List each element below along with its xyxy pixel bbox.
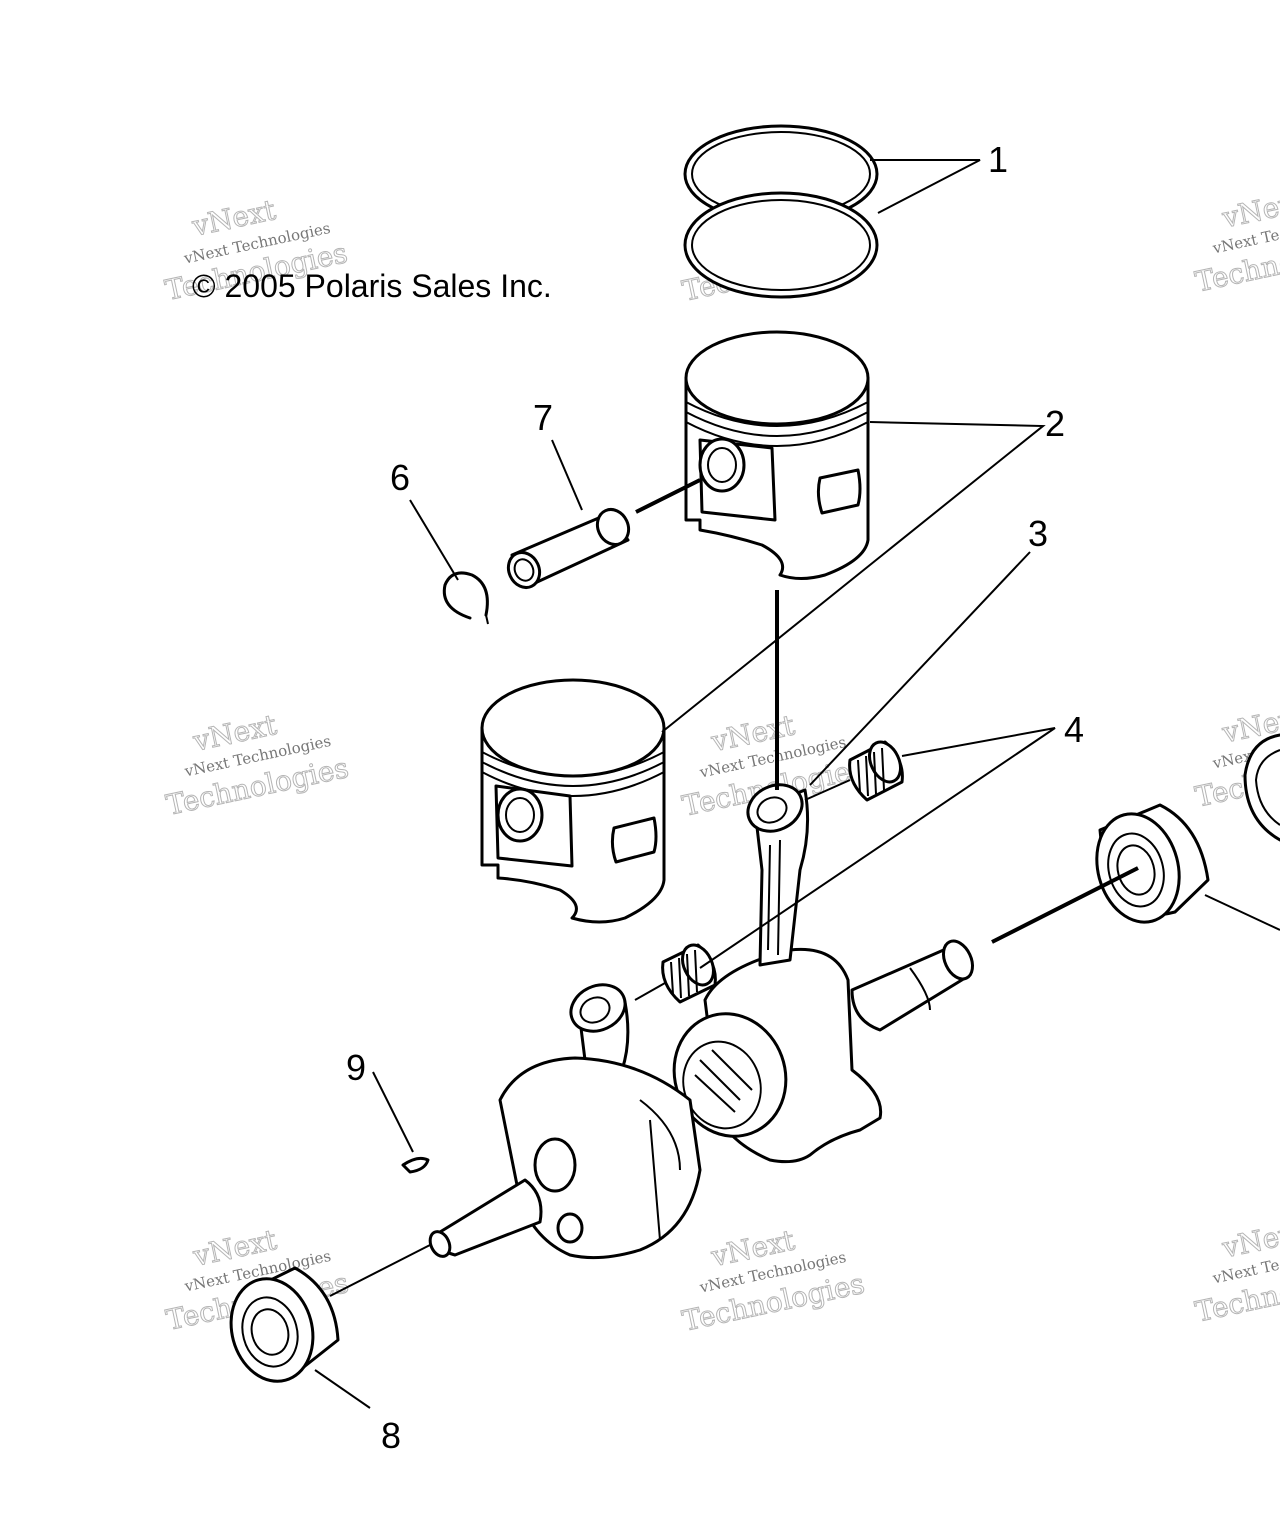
leader-9 [372, 1071, 414, 1153]
leader-1 [870, 159, 981, 214]
callout-9: 9 [346, 1047, 366, 1088]
callout-3: 3 [1028, 513, 1048, 554]
leader-2 [661, 421, 1046, 733]
leader-4 [699, 727, 1056, 969]
main-bearing-left [229, 1266, 340, 1383]
axis-line-upper-needle [804, 779, 851, 801]
piston-upper [684, 330, 870, 580]
needle-bearing-upper [848, 740, 904, 802]
watermark-middle-left: vNext vNext Technologies Technologies [163, 707, 352, 822]
axis-line-lower-needle [634, 982, 666, 1001]
leader-6 [409, 499, 459, 581]
crankshaft-assembly [428, 783, 975, 1260]
copyright-notice: © 2005 Polaris Sales Inc. [192, 268, 552, 304]
piston-lower [480, 678, 666, 924]
axis-line-left-bearing [329, 1244, 431, 1297]
callout-6: 6 [390, 457, 410, 498]
partial-part-right-edge [1243, 733, 1280, 842]
watermark-bottom-right: vNext vNext Technologies Technologies [1192, 1214, 1280, 1329]
watermark-top-right: vNext vNext Technologies Technologies [1192, 184, 1280, 299]
wrist-pin [506, 507, 631, 590]
callout-2: 2 [1045, 403, 1065, 444]
leader-8 [314, 1369, 371, 1409]
callout-7: 7 [533, 397, 553, 438]
needle-bearing-lower [661, 943, 717, 1004]
axis-line-pin [635, 478, 701, 514]
callout-8: 8 [381, 1415, 401, 1456]
piston-rings [683, 124, 879, 299]
leader-7 [551, 439, 583, 511]
watermark-bottom-center: vNext vNext Technologies Technologies [679, 1223, 868, 1338]
leader-right-edge [1204, 894, 1280, 931]
woodruff-key [401, 1156, 430, 1174]
callout-1: 1 [988, 139, 1008, 180]
circlip [442, 571, 489, 625]
axis-line-right-bearing [991, 866, 1139, 944]
main-bearing-right [1095, 803, 1210, 924]
callout-4: 4 [1064, 709, 1084, 750]
leader-3 [809, 551, 1031, 786]
